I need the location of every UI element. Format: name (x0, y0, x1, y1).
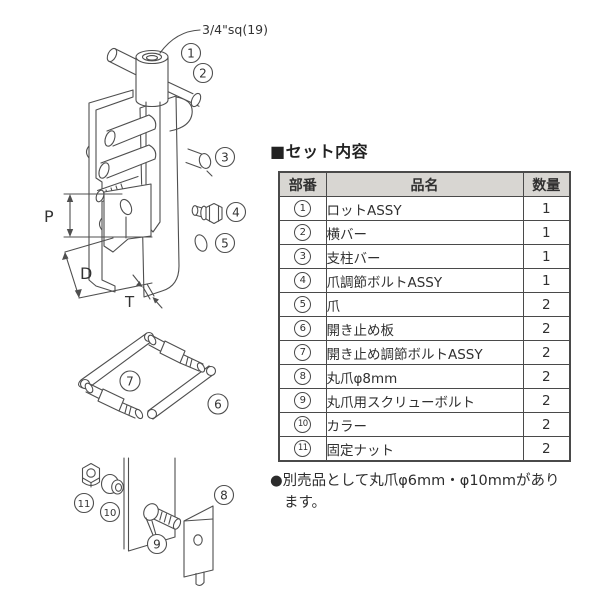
spreader-frame-drawing (78, 331, 217, 420)
callout-11: 11 (73, 492, 95, 514)
part-number-badge: 5 (294, 296, 312, 313)
dim-label-d: D (80, 264, 92, 283)
callout-3: 3 (214, 146, 236, 168)
callout-4: 4 (225, 201, 247, 223)
callout-10: 10 (99, 501, 121, 523)
part-qty-cell: 1 (522, 268, 571, 293)
socket-label-leader (159, 29, 201, 54)
part-name-cell: 支柱バー (325, 244, 524, 269)
part-name-cell: 爪調節ボルトASSY (325, 268, 524, 293)
part-number-badge: 7 (294, 344, 312, 361)
col-header-qty: 数量 (522, 171, 571, 197)
callout-9: 9 (146, 533, 168, 555)
svg-text:9: 9 (153, 537, 161, 551)
part-number-cell: 6 (278, 316, 327, 341)
callout-8: 8 (213, 484, 235, 506)
part-number-cell: 11 (278, 436, 327, 462)
part-number-badge: 6 (294, 320, 312, 337)
part-number-badge: 11 (294, 440, 312, 457)
callout-6: 6 (207, 393, 229, 415)
svg-text:10: 10 (104, 508, 117, 519)
dim-label-p: P (44, 207, 54, 226)
part-name-cell: 固定ナット (325, 436, 524, 462)
part-name-cell: ロットASSY (325, 196, 524, 221)
svg-text:3: 3 (221, 150, 229, 164)
part-number-cell: 9 (278, 388, 327, 413)
part-qty-cell: 2 (522, 364, 571, 389)
svg-text:4: 4 (232, 205, 240, 219)
callout-balloons: 1 2 3 4 5 6 7 8 9 10 11 (73, 42, 247, 555)
footnote-line-2: ます。 (284, 494, 327, 511)
dimension-lines (62, 193, 163, 309)
part-name-cell: カラー (325, 412, 524, 437)
part-qty-cell: 2 (522, 388, 571, 413)
exploded-view-diagram: P D T 3/4"sq(19) (44, 22, 268, 586)
footnote: ●別売品として丸爪φ6mm・φ10mmがあり ます。 (270, 471, 582, 515)
part-number-cell: 3 (278, 244, 327, 269)
part-number-badge: 8 (294, 368, 312, 385)
callout-1: 1 (180, 42, 202, 64)
parts-table-header-row: 部番 品名 数量 (278, 171, 571, 197)
svg-text:1: 1 (187, 46, 195, 60)
part-number-cell: 2 (278, 220, 327, 245)
part-number-cell: 8 (278, 364, 327, 389)
part-qty-cell: 2 (522, 436, 571, 462)
part-number-badge: 10 (294, 416, 312, 433)
col-header-name: 品名 (325, 171, 524, 197)
part-number-cell: 7 (278, 340, 327, 365)
col-header-part-no: 部番 (278, 171, 327, 197)
callout-2: 2 (192, 62, 214, 84)
part-qty-cell: 2 (522, 412, 571, 437)
part-qty-cell: 1 (522, 244, 571, 269)
section-title: ■セット内容 (270, 142, 369, 161)
svg-text:7: 7 (126, 374, 134, 388)
part-number-cell: 5 (278, 292, 327, 317)
part-qty-cell: 1 (522, 196, 571, 221)
part-number-badge: 2 (294, 224, 312, 241)
part-name-cell: 爪 (325, 292, 524, 317)
part-qty-cell: 1 (522, 220, 571, 245)
socket-size-label: 3/4"sq(19) (202, 22, 268, 37)
svg-text:2: 2 (199, 66, 207, 80)
part-name-cell: 開き止め調節ボルトASSY (325, 340, 524, 365)
svg-text:5: 5 (221, 236, 229, 250)
part-number-cell: 4 (278, 268, 327, 293)
callout-5: 5 (214, 232, 236, 254)
part-qty-cell: 2 (522, 316, 571, 341)
footnote-line-1: ●別売品として丸爪φ6mm・φ10mmがあり (270, 473, 560, 489)
claw-mount-drawing (81, 457, 214, 586)
svg-text:6: 6 (214, 397, 222, 411)
dim-label-t: T (124, 293, 135, 311)
part-name-cell: 丸爪φ8mm (325, 364, 524, 389)
part-name-cell: 開き止め板 (325, 316, 524, 341)
part-number-cell: 1 (278, 196, 327, 221)
part-number-cell: 10 (278, 412, 327, 437)
part-number-badge: 1 (294, 200, 312, 217)
part-number-badge: 4 (294, 272, 312, 289)
svg-text:8: 8 (220, 488, 228, 502)
rod-assembly-drawing (85, 47, 223, 298)
svg-text:11: 11 (78, 499, 91, 510)
part-qty-cell: 2 (522, 340, 571, 365)
part-number-badge: 9 (294, 392, 312, 409)
part-number-badge: 3 (294, 248, 312, 265)
part-name-cell: 横バー (325, 220, 524, 245)
callout-7: 7 (119, 370, 141, 392)
part-name-cell: 丸爪用スクリューボルト (325, 388, 524, 413)
part-qty-cell: 2 (522, 292, 571, 317)
